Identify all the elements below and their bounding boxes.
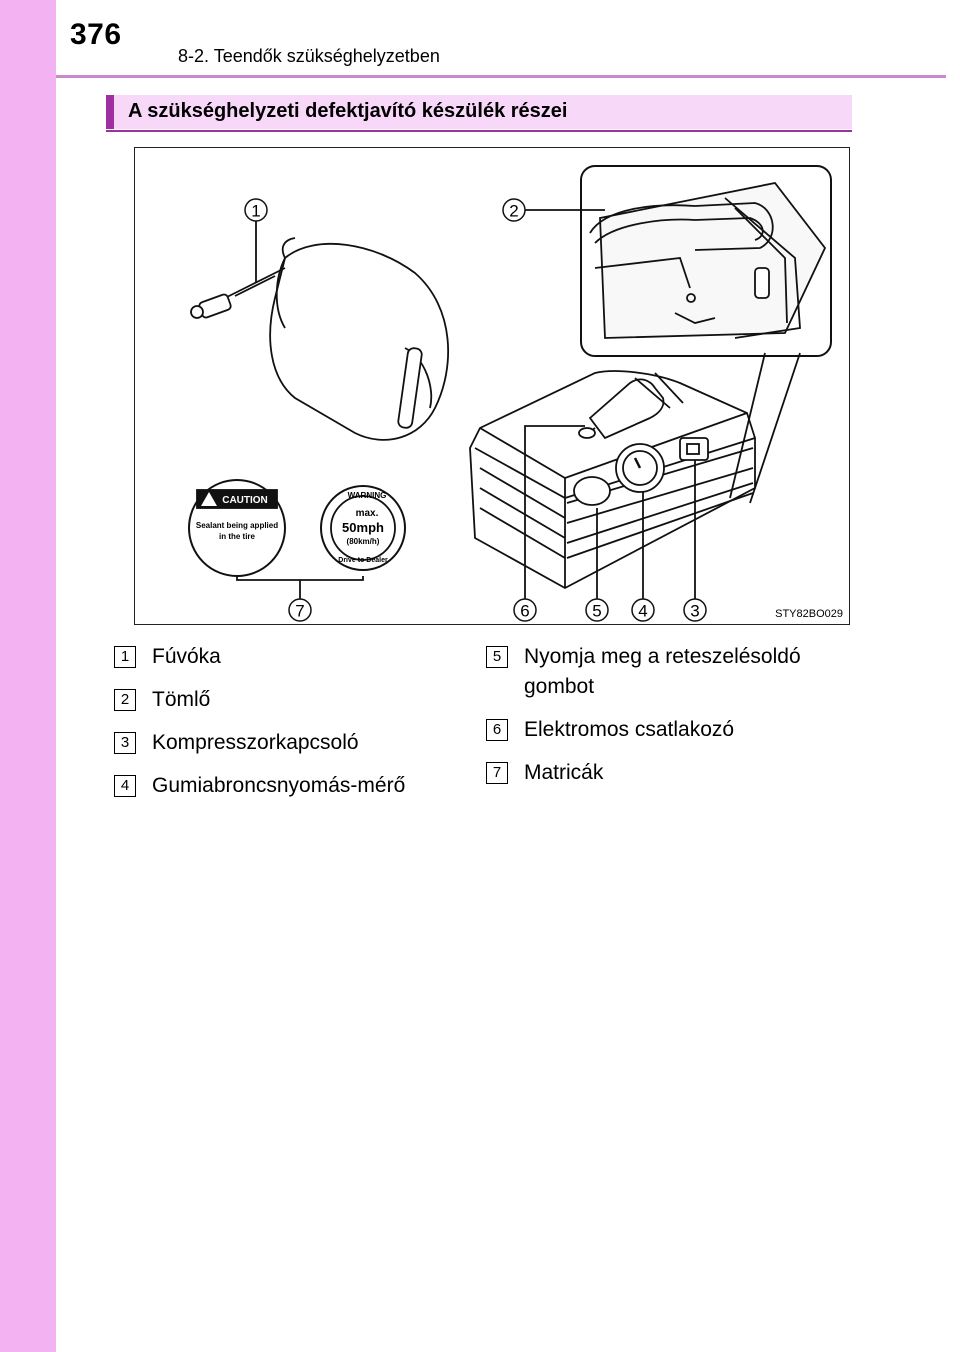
legend-label: Tömlő [152, 688, 211, 711]
legend-label: Kompresszorkapcsoló [152, 731, 359, 754]
warning-speed: 50mph [342, 520, 384, 535]
legend-item: 4 Gumiabroncsnyomás-mérő [114, 771, 474, 801]
caution-sticker-icon [188, 479, 286, 577]
caution-heading: CAUTION [222, 495, 268, 506]
callout-1: 1 [251, 202, 260, 221]
legend-number: 5 [486, 646, 508, 668]
legend-number: 3 [114, 732, 136, 754]
callout-5: 5 [592, 602, 601, 621]
caution-line-2: in the tire [219, 532, 256, 541]
warning-heading: WARNING [348, 491, 387, 500]
compressor-icon [469, 370, 756, 590]
callout-4: 4 [638, 602, 647, 621]
section-path: 8-2. Teendők szükséghelyzetben [178, 46, 440, 66]
callout-3-marker [683, 598, 707, 622]
legend-item: 6 Elektromos csatlakozó [486, 715, 846, 745]
hose-storage-detail-icon [580, 165, 832, 357]
legend-number: 1 [114, 646, 136, 668]
legend-label: Nyomja meg a reteszelésoldó gombot [524, 645, 801, 698]
callout-3: 3 [690, 602, 699, 621]
header-divider [56, 75, 946, 78]
legend-column-left: 1 Fúvóka 2 Tömlő 3 Kompresszorkapcsoló 4… [114, 642, 474, 814]
callout-5-marker [585, 598, 609, 622]
warning-footer: Drive to Dealer [338, 557, 388, 564]
legend-number: 6 [486, 719, 508, 741]
callout-7: 7 [295, 602, 304, 621]
legend-label: Elektromos csatlakozó [524, 718, 735, 741]
callout-2-marker [502, 198, 526, 222]
image-code: STY82BO029 [775, 608, 843, 620]
callout-1-marker [244, 198, 268, 222]
callout-6: 6 [520, 602, 529, 621]
legend-number: 4 [114, 775, 136, 797]
callout-2: 2 [509, 202, 518, 221]
legend-number: 7 [486, 762, 508, 784]
illustration-drawing: 1 2 3 4 5 6 7 CAUTION Sealant being appl… [188, 165, 832, 622]
legend-label: Gumiabroncsnyomás-mérő [152, 774, 406, 797]
legend-number: 2 [114, 689, 136, 711]
warning-max: max. [356, 508, 379, 519]
legend-item: 2 Tömlő [114, 685, 474, 715]
section-title-bar: A szükséghelyzeti defektjavító készülék … [106, 95, 852, 132]
legend-column-right: 5 Nyomja meg a reteszelésoldó gombot 6 E… [486, 642, 846, 801]
sealant-bottle-icon [190, 237, 449, 441]
legend-item: 7 Matricák [486, 758, 846, 788]
page-number: 376 [70, 18, 122, 51]
side-color-band [0, 0, 56, 1352]
callout-4-marker [631, 598, 655, 622]
callout-7-marker [288, 598, 312, 622]
legend-label: Fúvóka [152, 645, 221, 668]
caution-line-1: Sealant being applied [196, 521, 278, 530]
legend-item: 1 Fúvóka [114, 642, 474, 672]
warning-sticker-icon [320, 485, 406, 571]
repair-kit-illustration: 1 2 3 4 5 6 7 CAUTION Sealant being appl… [134, 147, 850, 625]
section-title: A szükséghelyzeti defektjavító készülék … [128, 100, 568, 122]
callout-6-marker [513, 598, 537, 622]
legend-label: Matricák [524, 761, 604, 784]
legend-item: 5 Nyomja meg a reteszelésoldó gombot [486, 642, 846, 702]
warning-metric: (80km/h) [347, 537, 380, 546]
legend-item: 3 Kompresszorkapcsoló [114, 728, 474, 758]
